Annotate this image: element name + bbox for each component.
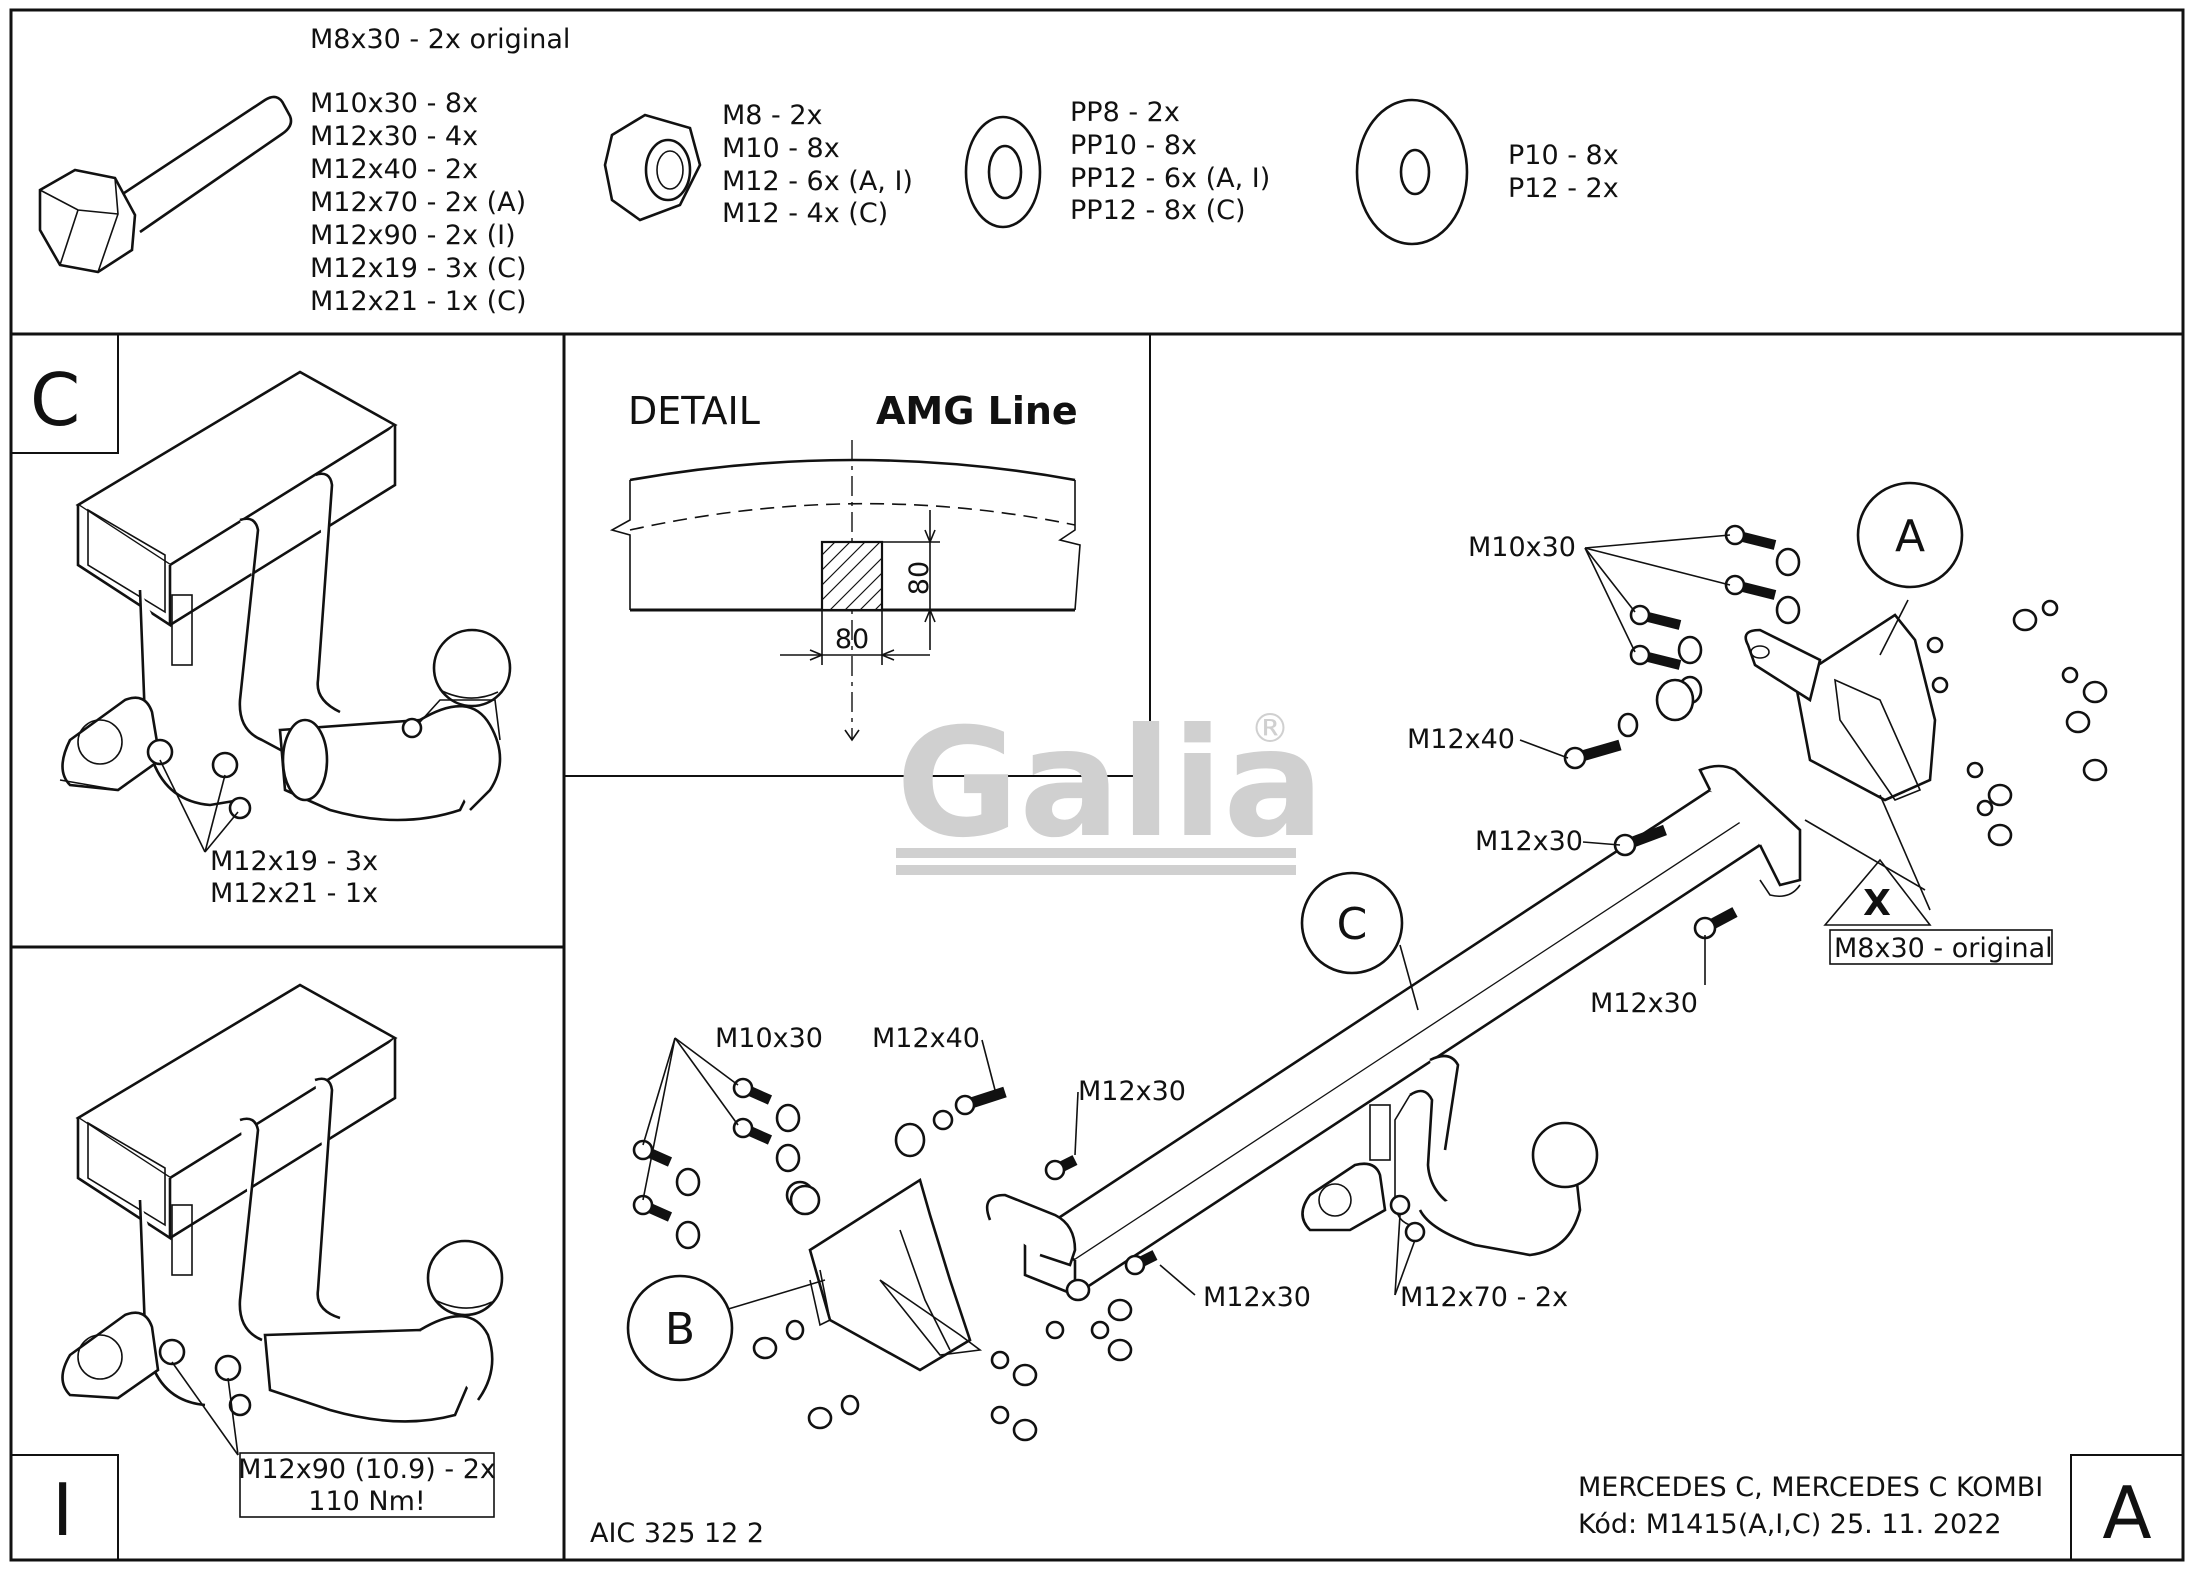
callout-a-label: A [1895,511,1925,562]
bolt-icon [1044,1155,1078,1181]
bolt-item: M12x21 - 1x (C) [310,286,527,317]
bolt-icon [1613,824,1667,857]
panel-i-note-box [239,1452,495,1518]
bolt-icon [1629,604,1682,630]
panel-i: I M12x90 (10.9) - 2x 110 Nm! [52,983,504,1552]
brand-logo-text: Galia [896,697,1324,871]
bolt-item: M12x70 - 2x (A) [310,187,526,218]
panel-c-bolt-label: M12x19 - 3x [210,846,378,877]
bolt-icon [954,1086,1007,1116]
callout-m12x30-mid: M12x30 [1203,1282,1311,1313]
bolt-item: M12x30 - 4x [310,121,478,152]
leader-lines [642,534,1931,1311]
callout-b-label: B [665,1304,695,1355]
bolt-icon [1124,1250,1158,1276]
part-code-date: Kód: M1415(A,I,C) 25. 11. 2022 [1578,1509,2002,1540]
washer-item: PP10 - 8x [1070,130,1197,161]
nut-list: M8 - 2x M10 - 8x M12 - 6x (A, I) M12 - 4… [722,100,913,229]
panel-c: C M12x19 [30,358,512,909]
nut-item: M12 - 4x (C) [722,198,888,229]
detail-x-label: X [1863,883,1891,924]
callout-m10x30-b: M10x30 [715,1023,823,1054]
cutout-area [820,540,884,612]
drawing-code: AIC 325 12 2 [590,1518,764,1549]
galia-watermark: Galia ® [896,697,1324,875]
large-washer-icon [1355,98,1469,246]
detail-x-marker: X [1823,858,1932,926]
nut-item: M10 - 8x [722,133,840,164]
hitch-c-illustration [59,370,512,822]
panel-c-letter: C [30,358,80,442]
panel-c-bolt-label: M12x21 - 1x [210,878,378,909]
callout-m10x30-a: M10x30 [1468,532,1576,563]
bolt-item: M10x30 - 8x [310,88,478,119]
detail-title: DETAIL [628,389,760,433]
ball-neck [1301,1054,1599,1257]
washer-item: PP8 - 2x [1070,97,1180,128]
bolt-icon [1693,907,1738,940]
bolt-item: M12x40 - 2x [310,154,478,185]
bolt-icon [38,95,293,274]
m8-original-box [1829,929,2053,965]
panel-i-torque: 110 Nm! [308,1486,425,1517]
crossbar [985,764,1802,1298]
callout-m12x40-a: M12x40 [1407,724,1515,755]
detail-dim-vertical: 80 [904,561,935,595]
callout-circle-c: C [1300,871,1404,975]
main-assembly: X A C B M10x30 M12x40 M12x30 M12x30 M8x3… [626,481,2108,1442]
callout-m12x30-a2: M12x30 [1590,988,1698,1019]
bolt-icon [1724,524,1777,550]
detail-subtitle: AMG Line [876,389,1078,433]
panel-i-letter: I [52,1468,73,1552]
bolt-list: M10x30 - 8x M12x30 - 4x M12x40 - 2x M12x… [310,88,527,317]
callout-m12x30-a1: M12x30 [1475,826,1583,857]
leader-lines [159,759,239,853]
callout-m12x30-b: M12x30 [1078,1076,1186,1107]
bolt-item: M12x90 - 2x (I) [310,220,516,251]
bracket-a [1744,613,1937,802]
nut-item: M12 - 6x (A, I) [722,166,913,197]
washer-item: PP12 - 6x (A, I) [1070,163,1270,194]
sheet-letter: A [2102,1471,2151,1555]
dimension-lines [780,510,940,665]
bolt-icon [632,1194,673,1222]
bolt-icon [732,1117,773,1145]
hitch-i-illustration [61,983,504,1423]
vehicle-name: MERCEDES C, MERCEDES C KOMBI [1578,1472,2043,1503]
panel-i-bolt-label: M12x90 (10.9) - 2x [238,1454,496,1485]
leader-lines [171,1361,239,1456]
hardware-legend: M8x30 - 2x original M10x30 - 8x M12x30 -… [38,24,1619,317]
bolt-icon [1629,644,1682,670]
fasteners [632,524,2108,1442]
bolt-icon [732,1077,773,1105]
sheet-frame [9,8,2185,1562]
nut-icon [603,113,702,222]
callout-circle-b: B [626,1274,734,1382]
bolt-icon [632,1139,673,1167]
bolt-icon [1563,739,1622,770]
detail-dim-horizontal: 80 [835,624,869,655]
washer-item: P10 - 8x [1508,140,1619,171]
callout-c-label: C [1337,899,1368,950]
bolt-original-label: M8x30 - 2x original [310,24,570,55]
title-block: AIC 325 12 2 MERCEDES C, MERCEDES C KOMB… [590,1471,2152,1555]
callout-m12x40-b: M12x40 [872,1023,980,1054]
bolt-icon [1724,574,1777,600]
detail-amg: DETAIL AMG Line [609,389,1081,742]
large-washer-list: P10 - 8x P12 - 2x [1508,140,1619,204]
washer-item: P12 - 2x [1508,173,1619,204]
small-washer-icon [964,115,1042,229]
washer-item: PP12 - 8x (C) [1070,195,1246,226]
nut-item: M8 - 2x [722,100,823,131]
callout-m8-original: M8x30 - original [1834,933,2053,964]
registered-mark: ® [1250,706,1290,752]
callout-m12x70: M12x70 - 2x [1400,1282,1568,1313]
callout-circle-a: A [1856,481,1964,589]
bolt-item: M12x19 - 3x (C) [310,253,527,284]
small-washer-list: PP8 - 2x PP10 - 8x PP12 - 6x (A, I) PP12… [1070,97,1270,226]
